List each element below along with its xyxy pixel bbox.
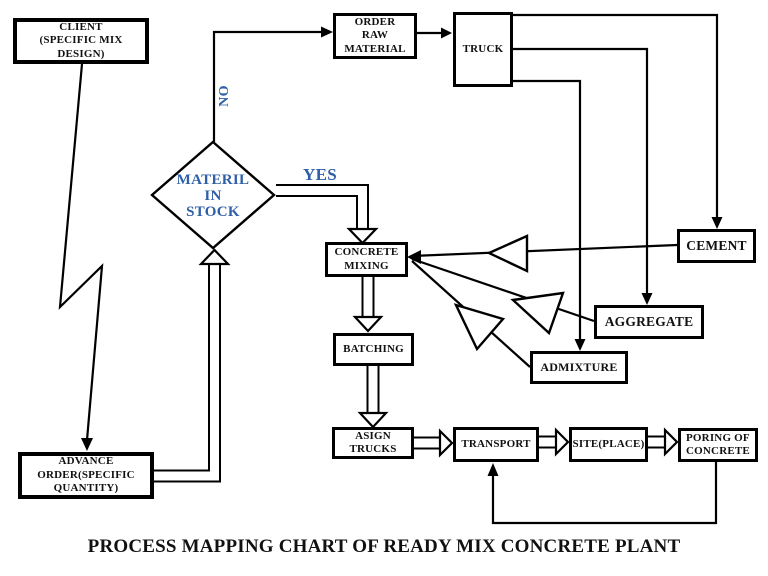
edge-aggregate-to-mixing [411, 257, 595, 323]
open-triangle-admixture-line [453, 303, 506, 352]
edge-cement-to-mixing [411, 243, 678, 258]
node-material-in-stock-label: MATERIL IN STOCK [176, 172, 250, 220]
edge-advance-to-diamond [154, 263, 221, 483]
edge-advance-to-diamond-inner [154, 263, 219, 481]
open-triangle-cement-line [486, 234, 529, 273]
arrowhead-into-admixture [574, 339, 586, 351]
edge-yes-to-mixing-inner [276, 186, 367, 230]
openhead-into-transport [438, 428, 454, 458]
openhead-into-diamond [198, 248, 231, 266]
node-concrete-mixing: CONCRETE MIXING [325, 242, 408, 277]
arrowhead-into-transport-bottom [487, 463, 499, 476]
node-asign-trucks: ASIGN TRUCKS [332, 427, 414, 459]
node-truck: TRUCK [453, 12, 513, 87]
decision-diamond-shape [150, 140, 276, 250]
openhead-into-mixing-top [346, 227, 379, 245]
node-client: CLIENT (SPECIFIC MIX DESIGN) [13, 18, 149, 64]
arrowhead-into-cement [711, 217, 723, 229]
edge-truck-to-aggregate [511, 47, 649, 294]
node-admixture: ADMIXTURE [530, 351, 628, 384]
arrowhead-into-truck [441, 27, 452, 39]
node-order-raw-material: ORDER RAW MATERIAL [333, 13, 417, 59]
node-site-place: SITE(PLACE) [569, 427, 648, 462]
edge-poring-feedback-to-transport [491, 462, 718, 525]
openhead-into-poring [663, 427, 679, 457]
node-batching: BATCHING [333, 333, 414, 366]
no-branch-label: NO [217, 85, 232, 107]
arrowhead-into-advance-order [81, 438, 93, 451]
openhead-into-batching [352, 315, 384, 333]
arrowhead-into-order-raw-material [321, 26, 333, 38]
open-triangle-aggregate-line [510, 291, 565, 336]
edge-no-to-order-raw-material [212, 30, 322, 142]
arrowhead-into-mixing-right [407, 250, 421, 264]
node-advance-order: ADVANCE ORDER(SPECIFIC QUANTITY) [18, 452, 154, 499]
edge-truck-to-admixture [511, 79, 582, 340]
node-cement: CEMENT [677, 229, 756, 263]
edge-truck-to-cement [511, 13, 719, 218]
node-aggregate: AGGREGATE [594, 305, 704, 339]
arrowhead-into-aggregate [641, 293, 653, 305]
openhead-into-asign-trucks [357, 411, 389, 429]
chart-title: PROCESS MAPPING CHART OF READY MIX CONCR… [87, 536, 681, 557]
openhead-into-site [554, 427, 570, 457]
yes-branch-label: YES [303, 165, 337, 184]
edge-client-to-advance-order [58, 63, 104, 441]
node-poring-of-concrete: PORING OF CONCRETE [678, 428, 758, 462]
node-transport: TRANSPORT [453, 427, 539, 462]
edge-yes-to-mixing [276, 184, 369, 230]
